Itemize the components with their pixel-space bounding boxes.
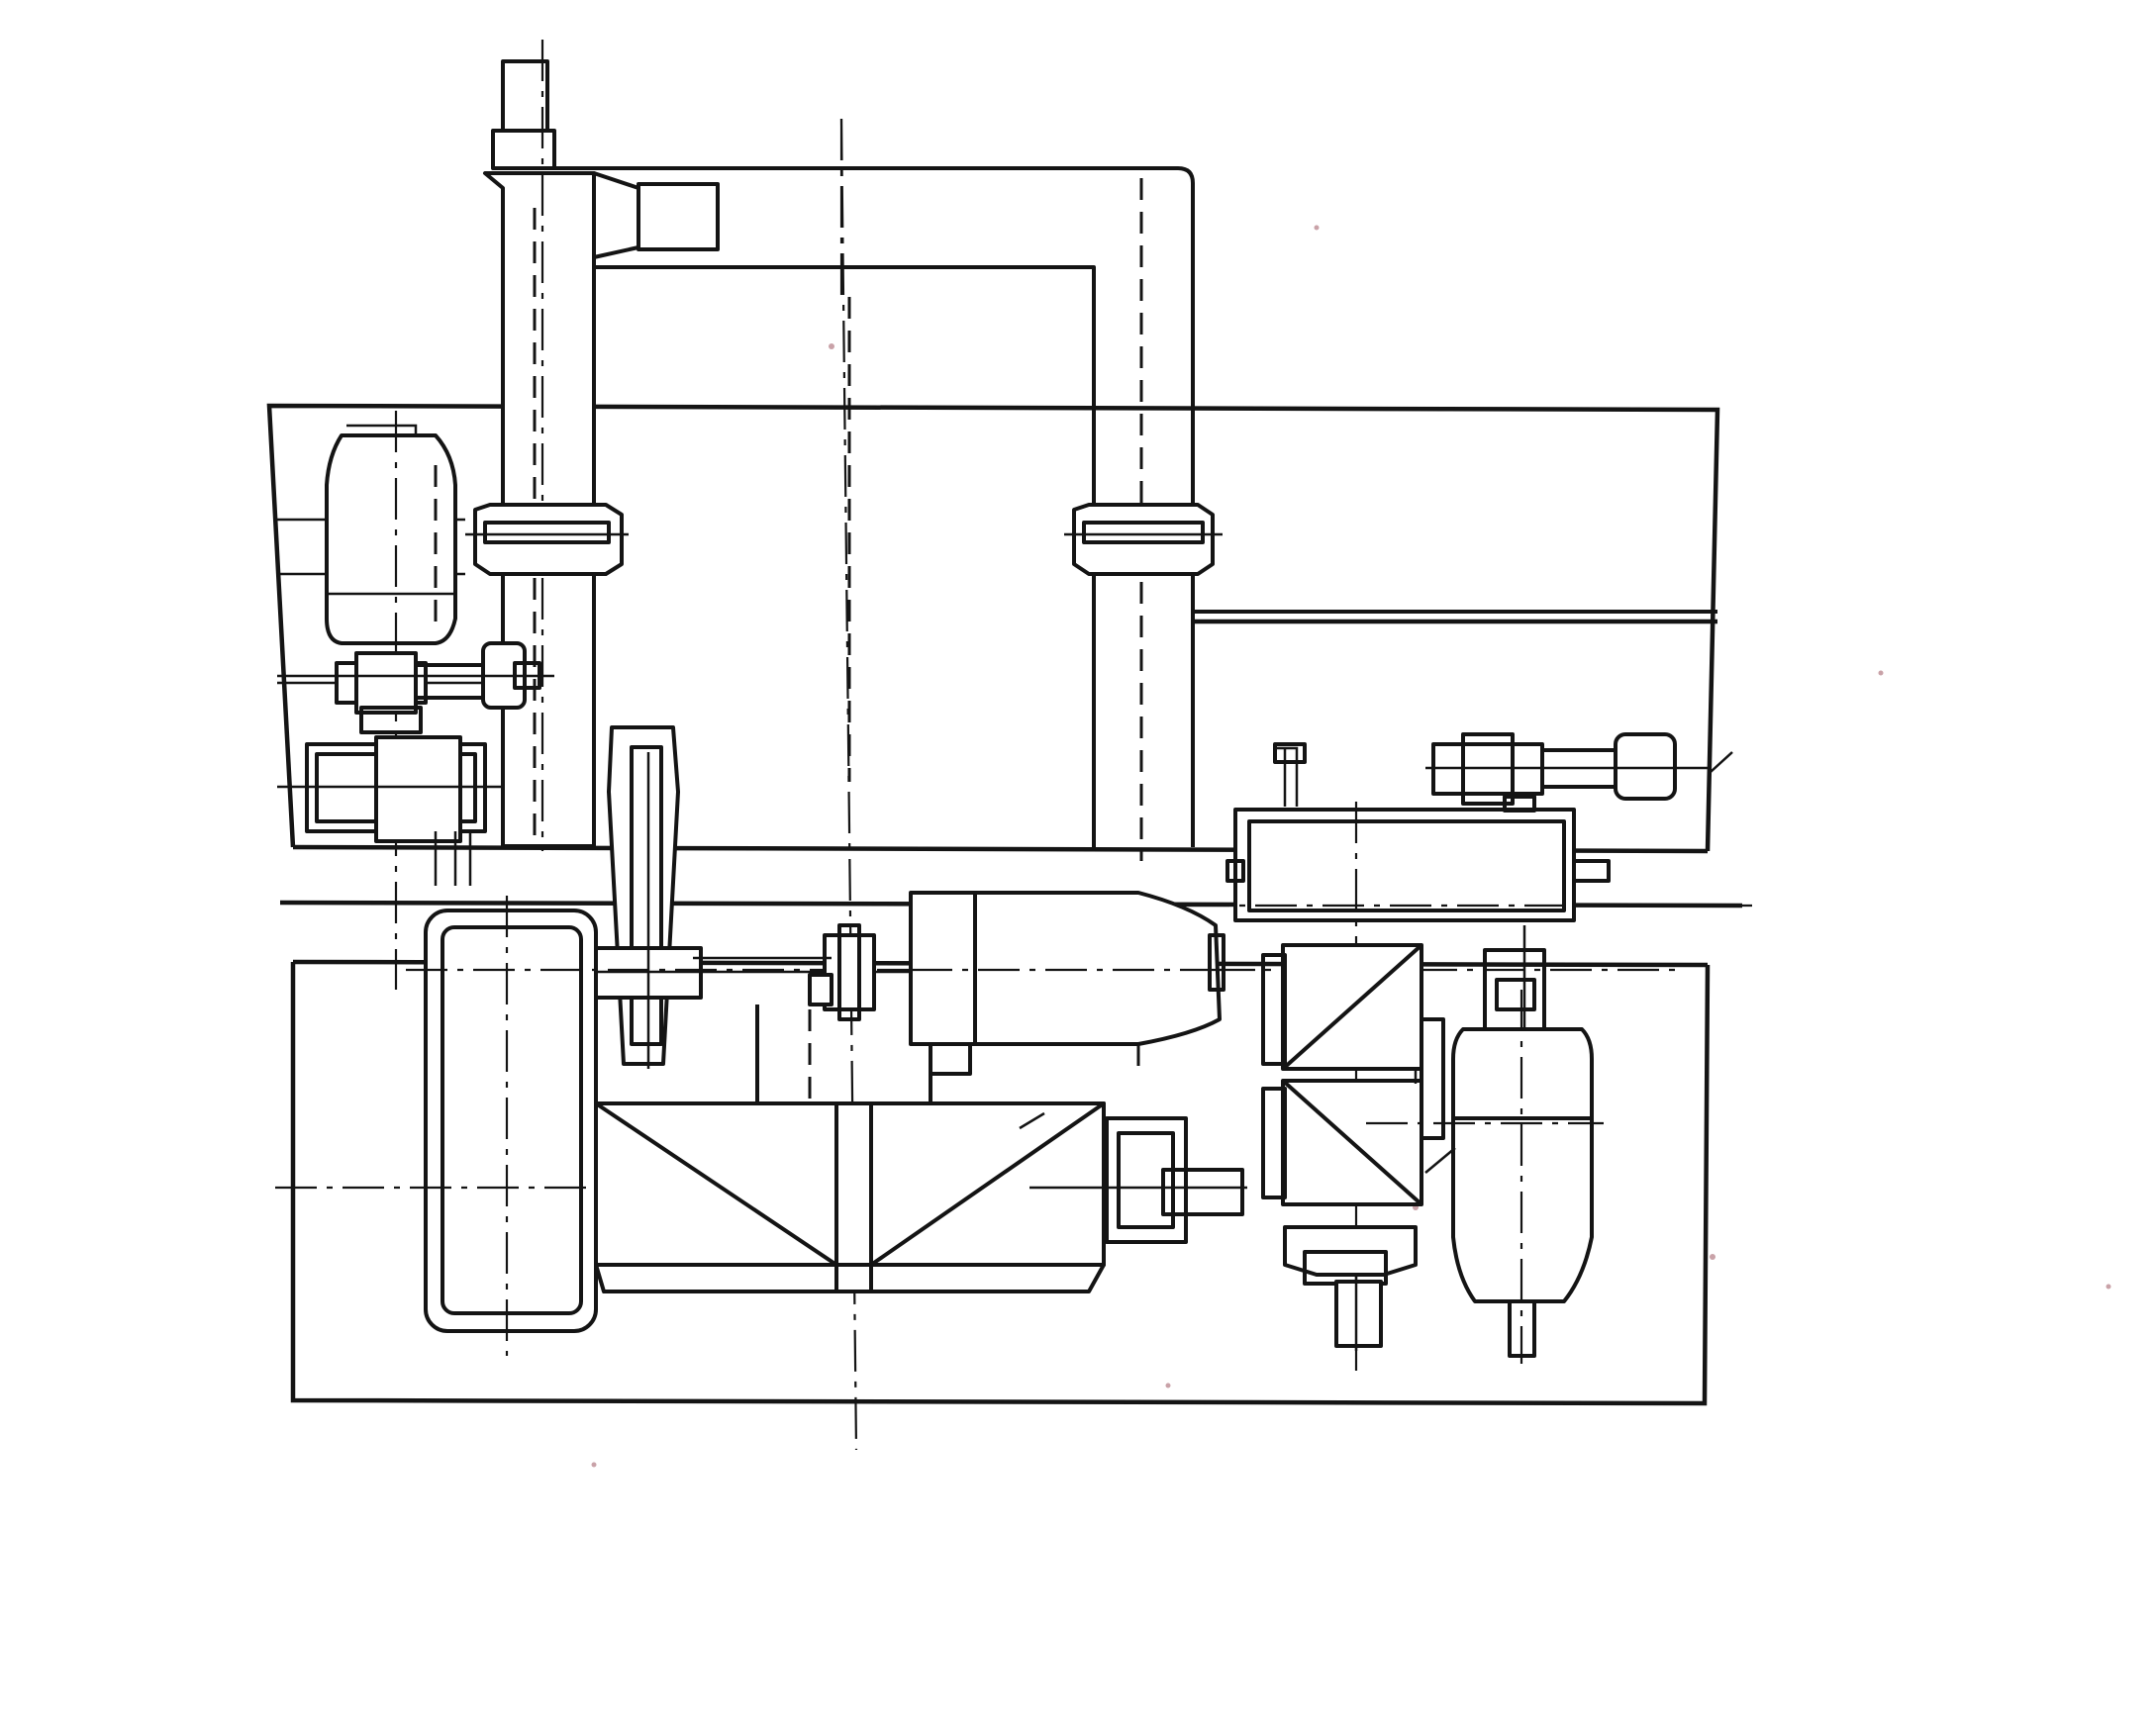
right-brake-assembly [1283, 1225, 1418, 1351]
right-motor [1451, 925, 1594, 1364]
duct-flange-left [465, 503, 629, 576]
chimney-duct [483, 40, 720, 851]
main-box-frame [594, 1004, 1106, 1293]
duct-flange-right [1064, 503, 1223, 576]
coupling [693, 923, 876, 1021]
top-left-gear-reducer [277, 735, 505, 886]
center-motor [909, 891, 1225, 1076]
top-left-belt-drive [277, 641, 554, 734]
right-fan-housing [1261, 943, 1445, 1206]
misc-details [1019, 742, 1733, 1174]
right-belt-drive [1425, 732, 1708, 813]
fan-housing-bottom [1029, 1116, 1247, 1244]
